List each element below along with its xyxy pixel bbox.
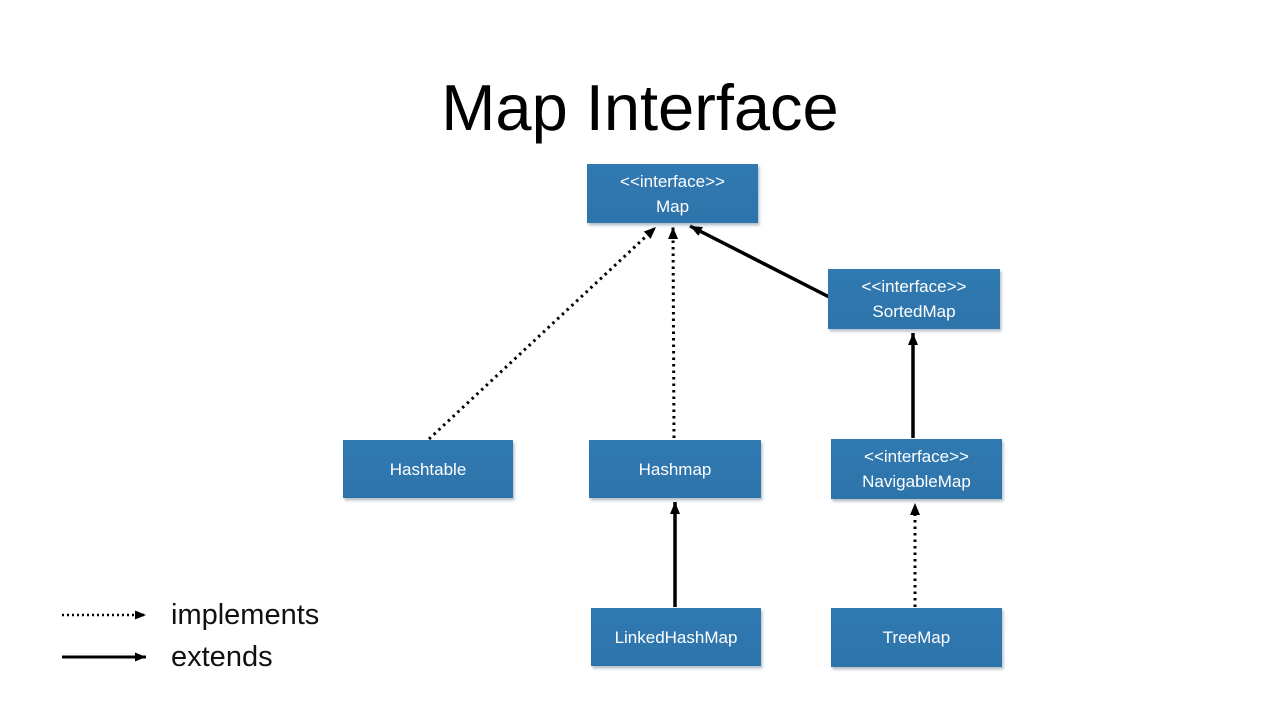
- edge-sortedmap-extends-map: [689, 224, 838, 303]
- stereotype-label: <<interface>>: [620, 171, 725, 191]
- class-box-linkedhashmap: LinkedHashMap: [591, 608, 761, 666]
- slide-title: Map Interface: [441, 71, 839, 144]
- legend: implements extends: [60, 598, 319, 674]
- class-name-label: TreeMap: [882, 628, 951, 647]
- class-name-label: NavigableMap: [862, 472, 971, 491]
- legend-label-extends: extends: [171, 640, 273, 673]
- class-name-label: Hashmap: [638, 459, 712, 479]
- class-box-hashtable: Hashtable: [343, 440, 513, 498]
- class-name-label: SortedMap: [872, 302, 956, 321]
- edge-hashmap-implements-map: [668, 226, 679, 439]
- stereotype-label: <<interface>>: [864, 447, 969, 466]
- class-box-treemap: TreeMap: [831, 608, 1002, 667]
- implements-arrow-icon: [62, 610, 146, 620]
- legend-label-implements: implements: [171, 598, 320, 631]
- edge-hashtable-implements-map: [427, 225, 658, 441]
- legend-row-implements: implements: [60, 598, 319, 632]
- stereotype-label: <<interface>>: [861, 277, 967, 296]
- legend-row-extends: extends: [60, 640, 319, 674]
- class-box-navigablemap: <<interface>> NavigableMap: [831, 439, 1002, 499]
- class-box-map: <<interface>> Map: [587, 164, 758, 223]
- class-box-hashmap: Hashmap: [589, 440, 761, 498]
- class-name-label: Map: [655, 196, 690, 216]
- extends-arrow-icon: [62, 652, 146, 662]
- class-box-sortedmap: <<interface>> SortedMap: [828, 269, 1000, 329]
- class-name-label: Hashtable: [389, 459, 467, 479]
- class-name-label: LinkedHashMap: [614, 627, 738, 647]
